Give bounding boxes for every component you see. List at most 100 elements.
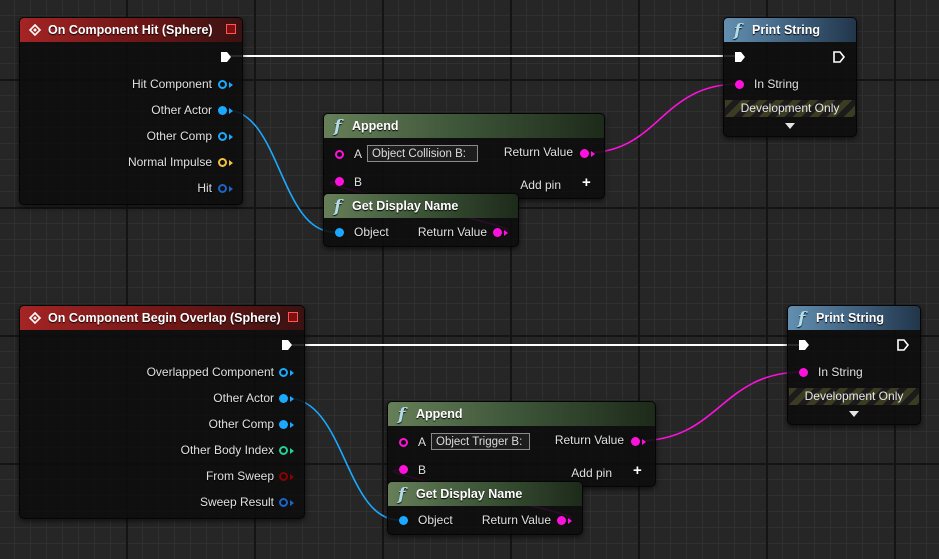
node-header[interactable]: f Print String bbox=[724, 18, 856, 42]
function-icon: f bbox=[334, 197, 342, 217]
development-only-banner: Development Only bbox=[789, 388, 919, 405]
pin-label: Sweep Result bbox=[199, 495, 274, 509]
function-icon: f bbox=[798, 309, 806, 329]
string-pin-a[interactable] bbox=[399, 438, 408, 447]
pin-label: Object bbox=[354, 225, 389, 239]
node-header[interactable]: f Get Display Name bbox=[324, 194, 518, 218]
object-input-pin[interactable] bbox=[399, 516, 408, 525]
print-string-node[interactable]: f Print String In String Development Onl… bbox=[787, 305, 921, 425]
delegate-pin-icon[interactable] bbox=[226, 24, 236, 34]
expand-caret-icon[interactable] bbox=[849, 411, 859, 417]
pin-label: A bbox=[354, 147, 363, 161]
exec-in-pin[interactable] bbox=[797, 338, 811, 352]
object-pin[interactable] bbox=[218, 80, 227, 89]
function-icon: f bbox=[334, 117, 342, 137]
return-label: Return Value bbox=[481, 513, 551, 527]
pin-label: Object bbox=[418, 513, 453, 527]
other-actor-wire[interactable] bbox=[225, 109, 335, 233]
node-title: Get Display Name bbox=[416, 487, 523, 501]
pin-label: Other Body Index bbox=[180, 443, 274, 457]
pin-label: From Sweep bbox=[205, 469, 274, 483]
string-input-a[interactable]: Object Trigger B: bbox=[431, 433, 530, 450]
return-label: Return Value bbox=[554, 433, 624, 447]
string-pin-b[interactable] bbox=[335, 177, 344, 186]
bool-pin[interactable] bbox=[279, 472, 288, 481]
node-header[interactable]: On Component Begin Overlap (Sphere) bbox=[20, 306, 304, 330]
exec-in-pin[interactable] bbox=[733, 50, 747, 64]
append-return-wire[interactable] bbox=[636, 371, 804, 442]
pin-label: In String bbox=[754, 77, 799, 91]
pin-label: Other Comp bbox=[146, 129, 212, 143]
string-return-pin[interactable] bbox=[493, 228, 502, 237]
node-title: Append bbox=[352, 119, 399, 133]
string-return-pin[interactable] bbox=[631, 437, 640, 446]
string-return-pin[interactable] bbox=[557, 516, 566, 525]
expand-caret-icon[interactable] bbox=[785, 123, 795, 129]
pin-label: Overlapped Component bbox=[146, 365, 274, 379]
return-label: Return Value bbox=[503, 145, 573, 159]
append-node[interactable]: f Append A Object Collision B: Return Va… bbox=[323, 113, 605, 199]
append-return-wire[interactable] bbox=[584, 83, 740, 154]
struct-pin[interactable] bbox=[218, 184, 227, 193]
development-only-banner: Development Only bbox=[725, 100, 855, 117]
object-pin[interactable] bbox=[279, 394, 288, 403]
node-header[interactable]: f Append bbox=[388, 402, 655, 426]
append-node[interactable]: f Append A Object Trigger B: Return Valu… bbox=[387, 401, 656, 487]
node-title: Print String bbox=[752, 23, 821, 37]
node-header[interactable]: On Component Hit (Sphere) bbox=[20, 18, 242, 42]
object-pin[interactable] bbox=[218, 106, 227, 115]
node-title: Print String bbox=[816, 311, 885, 325]
vector-pin[interactable] bbox=[218, 158, 227, 167]
node-header[interactable]: f Get Display Name bbox=[388, 482, 582, 506]
pin-label: In String bbox=[818, 365, 863, 379]
object-input-pin[interactable] bbox=[335, 228, 344, 237]
node-title: On Component Hit (Sphere) bbox=[48, 23, 213, 37]
string-pin-b[interactable] bbox=[399, 465, 408, 474]
event-node-component-hit[interactable]: On Component Hit (Sphere) Hit Component … bbox=[19, 17, 243, 205]
object-pin[interactable] bbox=[218, 132, 227, 141]
object-pin[interactable] bbox=[279, 368, 288, 377]
pin-label: Hit bbox=[197, 181, 212, 195]
exec-out-pin[interactable] bbox=[832, 50, 846, 64]
object-pin[interactable] bbox=[279, 420, 288, 429]
pin-label: B bbox=[418, 463, 427, 477]
get-display-name-node[interactable]: f Get Display Name Object Return Value bbox=[387, 481, 583, 535]
function-icon: f bbox=[398, 405, 406, 425]
function-icon: f bbox=[398, 485, 406, 505]
get-display-name-node[interactable]: f Get Display Name Object Return Value bbox=[323, 193, 519, 247]
node-title: Get Display Name bbox=[352, 199, 459, 213]
pin-label: B bbox=[354, 175, 363, 189]
return-label: Return Value bbox=[417, 225, 487, 239]
add-pin-button[interactable]: Add pin bbox=[571, 466, 612, 480]
exec-out-pin[interactable] bbox=[896, 338, 910, 352]
event-node-begin-overlap[interactable]: On Component Begin Overlap (Sphere) Over… bbox=[19, 305, 305, 519]
exec-out-pin[interactable] bbox=[219, 50, 233, 64]
delegate-pin-icon[interactable] bbox=[288, 312, 298, 322]
pin-label: Normal Impulse bbox=[127, 155, 212, 169]
add-pin-icon[interactable]: + bbox=[582, 174, 591, 191]
struct-pin[interactable] bbox=[279, 498, 288, 507]
string-input-pin[interactable] bbox=[799, 368, 808, 377]
add-pin-button[interactable]: Add pin bbox=[520, 178, 561, 192]
function-icon: f bbox=[734, 21, 742, 41]
node-title: On Component Begin Overlap (Sphere) bbox=[48, 311, 281, 325]
node-header[interactable]: f Append bbox=[324, 114, 604, 138]
string-pin-a[interactable] bbox=[335, 150, 344, 159]
print-string-node[interactable]: f Print String In String Development Onl… bbox=[723, 17, 857, 137]
pin-label: Hit Component bbox=[131, 77, 212, 91]
integer-pin[interactable] bbox=[279, 446, 288, 455]
pin-label: Other Actor bbox=[151, 103, 212, 117]
node-header[interactable]: f Print String bbox=[788, 306, 920, 330]
string-return-pin[interactable] bbox=[580, 149, 589, 158]
string-input-pin[interactable] bbox=[735, 80, 744, 89]
other-actor-wire[interactable] bbox=[286, 397, 400, 521]
pin-label: A bbox=[418, 435, 427, 449]
node-title: Append bbox=[416, 407, 463, 421]
add-pin-icon[interactable]: + bbox=[633, 462, 642, 479]
string-input-a[interactable]: Object Collision B: bbox=[367, 145, 478, 162]
event-diamond-icon bbox=[29, 24, 41, 36]
event-diamond-icon bbox=[29, 312, 41, 324]
exec-out-pin[interactable] bbox=[280, 338, 294, 352]
pin-label: Other Comp bbox=[208, 417, 274, 431]
